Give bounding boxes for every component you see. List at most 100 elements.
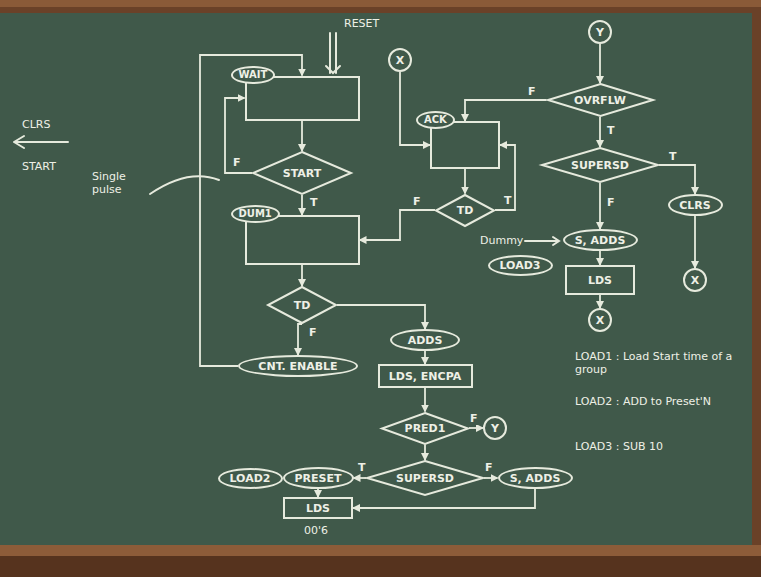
flow-arrow	[424, 388, 426, 412]
state-oval: ADDS	[390, 329, 460, 351]
decision-diamond: OVRFLW	[547, 83, 654, 117]
flow-arrow	[360, 210, 436, 240]
node-text: TD	[457, 204, 474, 217]
node-text: PRED1	[405, 422, 446, 435]
node-text: LOAD2	[230, 472, 271, 485]
flow-arrow	[599, 295, 601, 308]
flow-arrow	[599, 251, 601, 265]
state-oval: PRESET	[283, 467, 354, 489]
board-surface	[0, 13, 752, 545]
state-name: DUM1	[231, 205, 280, 223]
decision-diamond: PRED1	[381, 412, 469, 445]
process-box: DUM1	[245, 215, 360, 265]
flow-arrow	[464, 169, 466, 194]
flow-arrow	[337, 305, 425, 329]
flow-arrow	[200, 55, 302, 366]
flow-arrow	[301, 265, 303, 286]
decision-diamond: TD	[267, 286, 337, 324]
note-label: CLRS	[22, 118, 50, 131]
node-text: CLRS	[679, 199, 710, 212]
connector-circle: X	[683, 268, 707, 292]
flow-arrow	[317, 489, 319, 497]
process-box: WAIT	[245, 76, 360, 121]
connector-circle: X	[588, 308, 612, 332]
left-arrow	[14, 136, 68, 148]
state-oval: LOAD3	[488, 255, 553, 276]
reset-arrow	[326, 33, 340, 73]
chalk-ledge	[0, 545, 761, 556]
node-text: SUPERSD	[571, 159, 629, 172]
note-label: 00'6	[304, 524, 328, 537]
node-text: Y	[491, 422, 499, 435]
connector-circle: Y	[588, 20, 612, 44]
branch-label: F	[527, 85, 537, 98]
node-text: X	[596, 314, 604, 327]
branch-label: T	[357, 461, 367, 474]
note-label: RESET	[344, 17, 379, 30]
leader-line	[525, 237, 559, 245]
branch-label: T	[606, 124, 616, 137]
leader-line	[150, 176, 219, 194]
note-label: LOAD3 : SUB 10	[575, 440, 663, 453]
flow-arrow	[301, 121, 303, 152]
flow-arrow	[599, 117, 601, 147]
process-box: LDS, ENCPA	[378, 364, 473, 388]
node-text: START	[283, 167, 322, 180]
branch-label: T	[309, 196, 319, 209]
node-text: S, ADDS	[510, 472, 561, 485]
process-box: LDS	[565, 265, 635, 295]
branch-label: F	[606, 196, 616, 209]
branch-label: F	[232, 156, 242, 169]
note-label: LOAD1 : Load Start time of a group	[575, 350, 745, 376]
branch-label: T	[668, 150, 678, 163]
note-label: START	[22, 160, 56, 173]
process-box: ACK	[430, 121, 500, 169]
node-text: OVRFLW	[574, 94, 626, 107]
node-text: Y	[596, 26, 604, 39]
branch-label: T	[503, 194, 513, 207]
flow-arrow	[301, 195, 303, 215]
flow-arrow	[424, 351, 426, 364]
node-text: SUPERSD	[396, 472, 454, 485]
state-name: WAIT	[231, 66, 276, 84]
node-text: LDS	[588, 274, 612, 287]
flow-arrow	[659, 165, 695, 194]
branch-label: F	[484, 461, 494, 474]
decision-diamond: TD	[435, 194, 495, 227]
frame-bottom	[0, 556, 761, 577]
state-oval: LOAD2	[218, 468, 283, 489]
node-text: LDS	[306, 502, 330, 515]
process-box: LDS	[283, 497, 353, 519]
node-text: CNT. ENABLE	[258, 360, 337, 373]
node-text: LOAD3	[500, 259, 541, 272]
note-label: Single pulse	[92, 170, 150, 196]
state-oval: S, ADDS	[498, 467, 573, 489]
decision-diamond: SUPERSD	[541, 147, 659, 183]
flow-arrow	[495, 145, 515, 210]
node-text: X	[396, 54, 404, 67]
node-text: ADDS	[408, 334, 443, 347]
connector-circle: Y	[483, 416, 507, 440]
branch-label: F	[308, 326, 318, 339]
branch-label: F	[469, 412, 479, 425]
note-label: LOAD2 : ADD to Preset'N	[575, 395, 745, 408]
node-text: X	[691, 274, 699, 287]
flow-arrow	[424, 445, 426, 461]
flow-arrow	[694, 216, 696, 268]
flow-arrow	[353, 489, 535, 508]
decision-diamond: START	[252, 151, 352, 195]
flow-arrow	[225, 98, 252, 173]
state-name: ACK	[416, 111, 455, 129]
flow-arrow	[400, 72, 430, 145]
flow-arrow	[465, 100, 547, 121]
flow-arrow	[469, 427, 483, 429]
node-text: S, ADDS	[575, 234, 626, 247]
note-label: Dummy	[480, 234, 523, 247]
decision-diamond: SUPERSD	[366, 460, 484, 496]
node-text: PRESET	[295, 472, 342, 485]
branch-label: F	[412, 195, 422, 208]
